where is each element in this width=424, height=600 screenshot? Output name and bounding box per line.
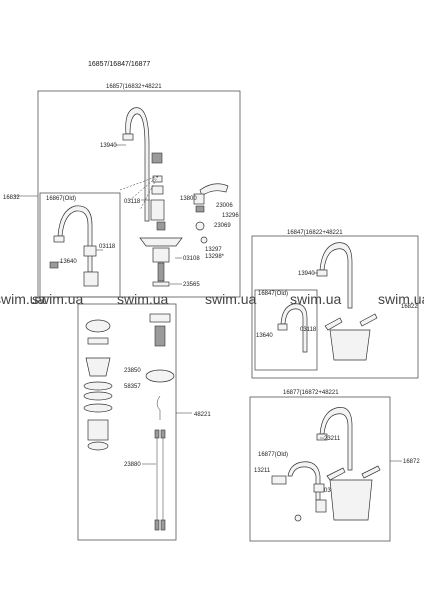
part-13211-label: 13211: [254, 468, 271, 474]
part-13296-label: 13296: [222, 213, 239, 219]
drain-set-label: 48221: [194, 412, 211, 418]
drain-plug-cap: [85, 319, 111, 333]
drain-set-frame: [77, 303, 177, 541]
main-assembly-label: 16857(16832+48221: [106, 84, 162, 90]
watermark: swim.ua: [32, 291, 84, 307]
part-13940-label: 13940: [100, 143, 117, 149]
watermark: swim.ua: [378, 291, 424, 307]
group-b-frame: [251, 235, 419, 379]
old-mount: [83, 271, 99, 287]
part-23211a-label: 23211: [324, 436, 341, 442]
old-aerator: [53, 235, 65, 243]
diagram-title: 16857/16847/16877: [88, 61, 150, 68]
cartridge: [156, 221, 166, 231]
main-assembly-frame: [37, 90, 241, 298]
drain-body: [87, 419, 109, 441]
washer: [200, 236, 208, 244]
group-c-old-mount: [315, 499, 327, 513]
pivot-nut: [145, 369, 175, 383]
cap-button: [195, 221, 205, 231]
old-collar: [83, 245, 97, 257]
drain-gasket-3: [83, 403, 113, 413]
part-03108-label: 03108: [183, 256, 200, 262]
group-c-body: [329, 479, 373, 521]
part-23069-label: 23069: [214, 223, 231, 229]
group-c-old-aerator: [271, 475, 287, 485]
drain-gasket-1: [83, 381, 113, 391]
group-b-aerator: [316, 269, 328, 277]
inset-old-frame: [39, 192, 121, 298]
group-b-inset-frame: [254, 289, 318, 371]
group-c-washer: [294, 514, 302, 522]
watermark: swim.ua: [205, 291, 257, 307]
group-c-handle-right: [361, 465, 381, 479]
part-13298-label: 13298*: [205, 254, 225, 260]
group-b-side-label: 16822: [401, 304, 418, 310]
drain-gasket-2: [83, 391, 113, 401]
part-03118c-label: 03118: [300, 327, 317, 333]
part-13640a-label: 13640: [60, 259, 77, 265]
part-23850-label: 23850: [124, 368, 141, 374]
part-23565-label: 23565: [183, 282, 200, 288]
group-c-frame: [249, 396, 391, 542]
drain-plug-body: [87, 337, 109, 345]
lift-rod-head: [149, 313, 171, 323]
inset-old-label: 16867(Old): [46, 196, 76, 202]
watermark: swim.ua: [0, 291, 46, 307]
handle-screw: [195, 205, 205, 213]
group-c-aerator: [316, 433, 328, 441]
part-13800-label: 13800: [180, 196, 197, 202]
mount-shank: [152, 247, 170, 263]
group-b-old-aerator: [277, 323, 288, 331]
main-aerator: [122, 133, 134, 141]
body-base: [139, 237, 183, 247]
drain-basket: [85, 357, 111, 377]
spout-collar: [151, 185, 164, 195]
group-c-old-spout: [287, 461, 321, 501]
group-b-label: 16847(16822+48221: [287, 230, 343, 236]
group-c-handle-left: [326, 467, 346, 481]
side-label-16832: 16832: [3, 195, 20, 201]
group-c-inset-label: 16877(Old): [258, 452, 288, 458]
hose-fitting-right: [160, 429, 166, 439]
part-13297-label: 13297: [205, 247, 222, 253]
part-03118b-label: 03118: [99, 244, 116, 250]
part-58357-label: 58357: [124, 384, 141, 390]
group-c-side-label: 16872: [403, 459, 420, 465]
watermark: swim.ua: [290, 291, 342, 307]
part-23006-label: 23006: [216, 203, 233, 209]
hose-end-left: [154, 519, 160, 531]
part-23880-label: 23880: [124, 462, 141, 468]
group-b-body: [329, 329, 371, 361]
hose-fitting-left: [154, 429, 160, 439]
handle-hub: [193, 193, 205, 205]
group-b-handle-left: [324, 317, 343, 331]
group-c-label: 16877(16872+48221: [283, 390, 339, 396]
lever-handle: [199, 183, 229, 197]
aerator-insert: [151, 152, 163, 164]
watermark: swim.ua: [117, 291, 169, 307]
group-c-old-collar: [313, 483, 325, 493]
old-aerator-insert: [49, 261, 59, 269]
part-13940b-label: 13940: [298, 271, 315, 277]
hose-end-right: [160, 519, 166, 531]
group-b-handle-right: [359, 313, 378, 327]
lift-rod-body: [154, 325, 166, 347]
cartridge-housing: [150, 199, 165, 221]
drain-tailpiece: [87, 441, 109, 451]
group-b-inset-label: 16847(Old): [258, 291, 288, 297]
mount-nut: [152, 281, 170, 287]
part-13640b-label: 13640: [256, 333, 273, 339]
part-03118-label: 03118: [124, 199, 141, 205]
threaded-rod: [157, 262, 165, 282]
